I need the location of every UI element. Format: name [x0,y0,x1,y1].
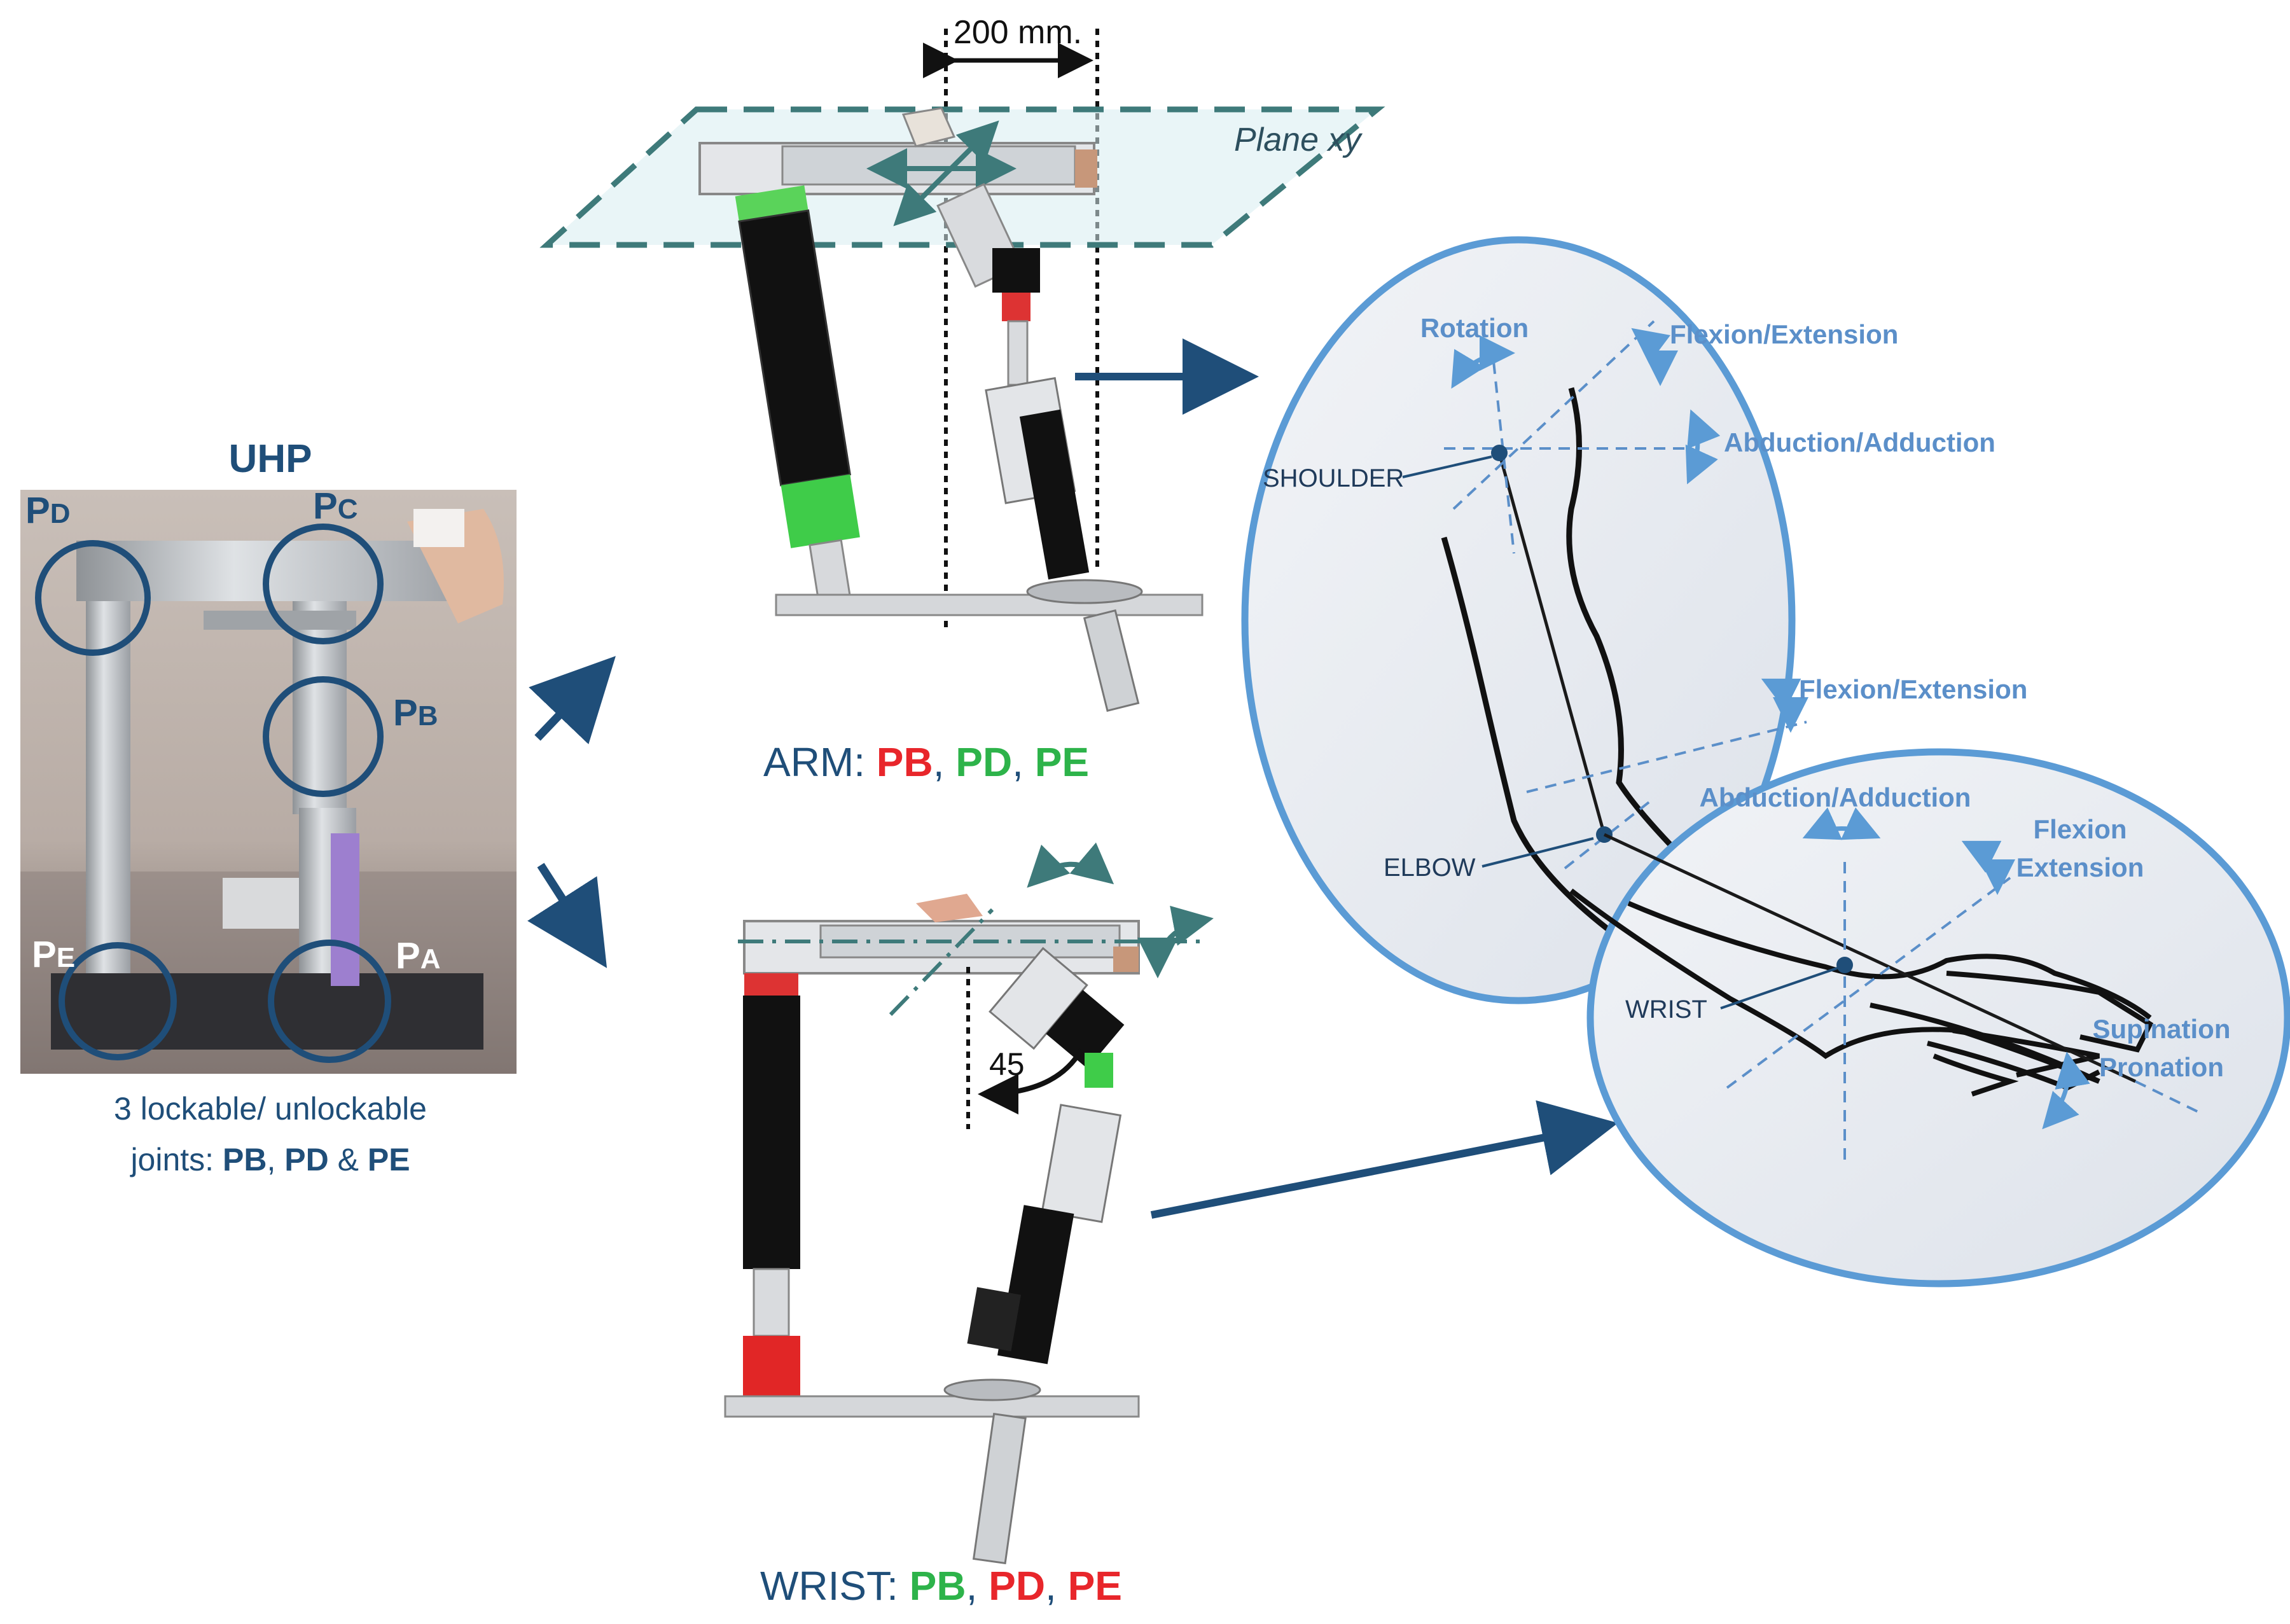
humerus-segment [1497,452,1606,835]
angle-label: 45 [989,1046,1025,1082]
uhp-caption-line1: 3 lockable/ unlockable [114,1091,427,1127]
arm-configuration: 200 mm. Plane xy [539,14,1385,785]
label-wrist-abduction-adduction: Abduction/Adduction [1700,782,1971,812]
wrist-model-ellipse [1586,748,2290,1287]
arrow-to-arm-config [529,656,616,745]
forearm-segment [1603,833,2137,1083]
label-wrist: WRIST [1625,996,1707,1024]
wrist-configuration: 45 WRIST: PB, PD, PE [724,842,1214,1609]
shoulder-joint [1491,445,1508,461]
joint-label-pa: PA [396,935,440,976]
arrow-to-wrist-config [527,863,607,968]
label-supination: Supination [2093,1014,2231,1044]
label-shoulder-flexion-extension: Flexion/Extension [1670,319,1898,349]
arm-base-plate [775,593,1204,616]
plane-label: Plane xy [1234,121,1363,158]
arm-right-leg [936,183,1090,580]
label-elbow-flexion-extension: Flexion/Extension [1799,674,2027,704]
joint-label-pc: PC [313,485,357,527]
wrist-rod [972,1413,1027,1565]
arm-caption: ARM: PB, PD, PE [763,739,1089,785]
uhp-base [51,973,483,1050]
angle-arrow [978,1048,1084,1114]
label-shoulder-abduction-adduction: Abduction/Adduction [1724,427,1995,457]
label-shoulder: SHOULDER [1263,464,1404,492]
joint-circle-pb [263,676,384,797]
uhp-caption-line2: joints: PB, PD & PE [129,1142,410,1177]
label-wrist-extension: Extension [2016,852,2144,882]
joint-circle-pc [263,524,384,644]
arm-rod [1083,609,1140,712]
wrist-model: Abduction/Adduction Flexion Extension WR… [1569,748,2290,1287]
wrist-caption: WRIST: PB, PD, PE [760,1563,1122,1609]
joint-circle-pa [268,940,391,1063]
arm-model-ellipse [1241,236,1796,1004]
joint-label-pb: PB [393,692,438,733]
joint-circle-pe [59,942,177,1060]
label-wrist-flexion: Flexion [2033,814,2127,844]
joint-label-pd: PD [25,490,70,531]
dimension-label: 200 mm. [954,14,1082,51]
label-elbow: ELBOW [1384,854,1476,882]
uhp-left-pole [86,547,130,1031]
joint-circle-pd [35,540,151,656]
wrist-base-plate [724,1395,1140,1418]
uhp-photo-panel: UHP PD PC PB PE PA 3 lockable/ unlockabl… [20,437,517,1177]
wrist-tilted-link [989,947,1125,1069]
joint-label-pe: PE [32,934,75,975]
wrist-left-leg [743,996,800,1269]
arm-model: Rotation Flexion/Extension Abduction/Add… [1241,236,2027,1004]
arm-left-leg [735,185,860,603]
arrow-to-wrist-model [1150,1100,1618,1219]
wrist-joint [1836,957,1853,973]
label-pronation: Pronation [2099,1052,2224,1082]
label-rotation: Rotation [1420,313,1529,343]
uhp-title: UHP [229,437,312,481]
